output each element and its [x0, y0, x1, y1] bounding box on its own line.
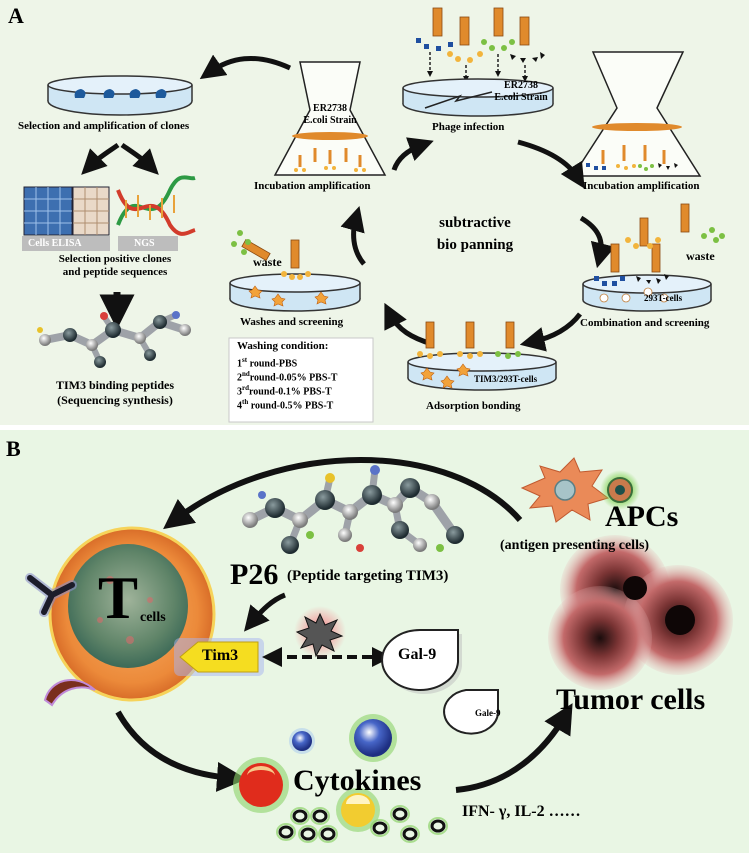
phage-infection-graphic: [402, 7, 554, 117]
washes-label: Washes and screening: [240, 316, 344, 328]
bio-panning-label: bio panning: [436, 237, 514, 253]
fork-arrows: [81, 142, 159, 175]
dish-top-strain-2: E.coli Strain: [494, 92, 548, 103]
ngs-label: NGS: [134, 238, 155, 249]
washing-condition-box: [228, 337, 374, 423]
phage-infection-label: Phage infection: [432, 121, 505, 133]
tim3-label: Tim3: [202, 647, 239, 664]
waste-phage-right: [625, 203, 725, 249]
cytokine-balls: [233, 714, 448, 843]
flask-left-strain-2: E.coli Strain: [303, 115, 357, 126]
peptide-molecule-a: [37, 311, 191, 368]
subtractive-label: subtractive: [439, 215, 511, 231]
flask-right: [571, 51, 702, 177]
cells-elisa-label: Cells ELISA: [28, 238, 82, 249]
blocking-starburst: [294, 606, 346, 658]
p26-subtitle: (Peptide targeting TIM3): [287, 568, 449, 584]
panel-divider: [0, 425, 749, 430]
t-cell-sublabel: cells: [140, 610, 166, 625]
washing-condition-title: Washing condition:: [237, 340, 329, 352]
flask-left: [273, 61, 387, 176]
apcs-label: APCs: [605, 500, 679, 533]
waste-right-label: waste: [686, 249, 715, 263]
adsorption-dish: [407, 321, 557, 391]
selection-amplification-label: Selection and amplification of clones: [18, 120, 190, 132]
clone-dish: [47, 75, 193, 116]
selection-positive-label-2: and peptide sequences: [62, 266, 168, 278]
washing-round-4: 4th round-0.5% PBS-T: [237, 398, 334, 412]
elisa-grid: [22, 186, 110, 251]
flask-left-strain-1: ER2738: [313, 103, 347, 114]
tumor-cells-icon: [548, 535, 733, 690]
ifn-il2-label: IFN- γ, IL-2 ……: [462, 803, 581, 820]
dish-top-strain-1: ER2738: [504, 80, 538, 91]
apcs-subtitle: (antigen presenting cells): [500, 538, 650, 553]
arrow-apcs-to-tcell: [163, 457, 523, 530]
washes-dish: [229, 239, 361, 312]
waste-left-label: waste: [253, 255, 282, 269]
incubation-right-label: Incubation amplification: [583, 180, 700, 192]
t-cell-icon: [25, 526, 216, 707]
arrow-p26-to-tim3: [243, 592, 286, 632]
dish-bottom-label: TIM3/293T-cells: [474, 374, 538, 384]
cytokines-label: Cytokines: [293, 764, 422, 797]
binding-peptides-label-2: (Sequencing synthesis): [57, 393, 173, 407]
washing-round-3: 3rdround-0.1% PBS-T: [237, 384, 332, 398]
incubation-left-label: Incubation amplification: [254, 180, 371, 192]
gal9-shape: [381, 629, 462, 694]
gale9-label: Gale-9: [475, 708, 501, 718]
tim3-receptor: [174, 638, 264, 676]
t-cell-label: T: [98, 565, 139, 631]
tumor-cells-label: Tumor cells: [556, 683, 706, 716]
combination-label: Combination and screening: [580, 317, 710, 329]
p26-label: P26: [230, 558, 279, 591]
adsorption-label: Adsorption bonding: [426, 400, 521, 412]
panel-b-label: B: [6, 436, 21, 461]
apc-cell-icon: [520, 457, 640, 523]
panel-a-label: A: [8, 3, 24, 28]
selection-positive-label-1: Selection positive clones: [58, 253, 172, 265]
gal9-label: Gal-9: [398, 646, 437, 663]
arrow-cytokines-to-tumor: [455, 703, 573, 793]
washing-round-2: 2ndround-0.05% PBS-T: [237, 370, 338, 384]
waste-phage-left: [231, 230, 271, 262]
cells-293t-label: 293T-cells: [644, 293, 683, 303]
arrow-tcell-to-cytokines: [115, 710, 247, 792]
binding-peptides-label-1: TIM3 binding peptides: [55, 378, 175, 392]
arrow-to-selection: [199, 54, 292, 80]
p26-molecule: [242, 465, 464, 554]
ngs-dna-helix: [116, 175, 196, 251]
combination-dish: [582, 243, 712, 312]
washing-round-1: 1st round-PBS: [237, 356, 298, 370]
gale9-shape: [443, 689, 499, 735]
